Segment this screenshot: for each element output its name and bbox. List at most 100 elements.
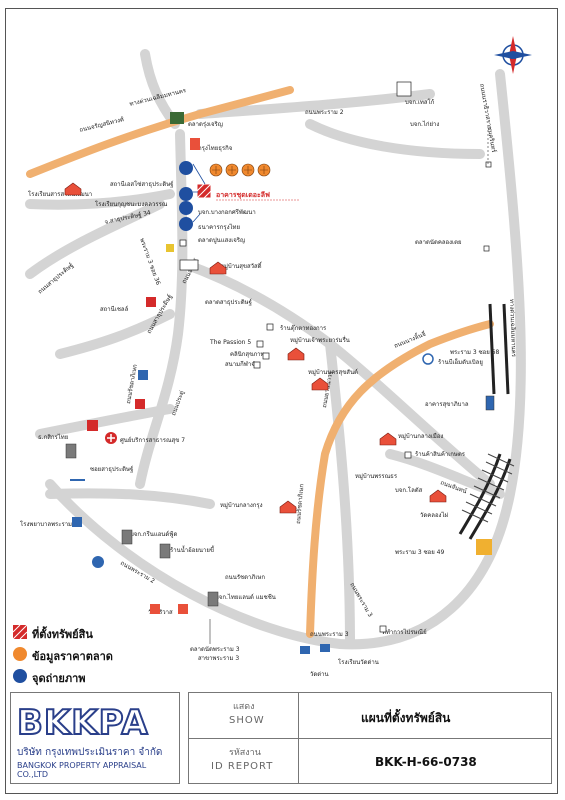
road-lower-horizontal xyxy=(45,488,215,509)
place-temple1: วัดปริวาส xyxy=(148,609,173,616)
id-value: BKK-H-66-0738 xyxy=(375,755,477,769)
building-icon-6 xyxy=(266,323,274,331)
place-kasikorn: กรุงไทยธุรกิจ xyxy=(198,144,232,152)
show-value: แผนที่ตั้งทรัพย์สิน xyxy=(361,711,451,725)
place-temple2: วัดด่าน xyxy=(310,671,329,678)
office-icon-5 xyxy=(485,395,495,411)
house-icon-7 xyxy=(64,182,82,196)
temple-icon-1 xyxy=(150,604,160,614)
house-icon-1 xyxy=(209,261,227,275)
market-price-mark-3 xyxy=(244,166,252,174)
road-label-express-right: ทางด่วนเฉลิมมหานคร xyxy=(508,299,517,358)
place-village6: หมู่บ้านพรรณธร xyxy=(355,473,398,480)
place-store2: บจก.ไทยแลนด์ แมชชีน xyxy=(215,593,276,601)
place-bkk-office: บจก.บางกอกศรีพัฒนา xyxy=(198,208,256,216)
place-village5: หมู่บ้านกลางเมือง xyxy=(398,432,443,440)
road-ratchada-orange xyxy=(306,320,494,638)
road-right-small xyxy=(385,449,505,499)
road-label-rama2-a: ถนนพระราม 2 xyxy=(305,109,344,116)
temple-icon-4 xyxy=(320,644,330,652)
photo-point-3 xyxy=(179,201,193,215)
road-label-rama3-68: พระราม 3 ซอย 68 xyxy=(450,349,499,356)
location-map: ทางด่วนเฉลิมมหานคร ถนนจรัญสนิทวงศ์ ถนนพร… xyxy=(20,36,532,678)
building-icon-4 xyxy=(179,239,187,247)
gas-icon-1 xyxy=(92,556,104,568)
place-sathu-market: ตลาดสาธุประดิษฐ์ xyxy=(205,298,252,306)
road-label-charan: ถนนจรัญสนิทวงศ์ xyxy=(79,115,125,134)
road-label-rama3-36: พระราม 3 ซอย 36 xyxy=(138,237,162,286)
road-upper-right xyxy=(305,119,485,159)
building-icon-7 xyxy=(256,340,264,348)
office-icon-1 xyxy=(65,443,77,459)
legend-subject-label: ที่ตั้งทรัพย์สิน xyxy=(32,628,93,641)
place-kiosk: บจก.กรีนแอนด์ฟู้ด xyxy=(130,530,178,538)
hospital-cross xyxy=(107,434,115,442)
house-icon-3 xyxy=(311,377,329,391)
house-icon-2 xyxy=(287,347,305,361)
place-market-lot: ตลาดปูนแสงเจริญ xyxy=(198,237,245,244)
store-icon-2 xyxy=(190,138,200,150)
legend-market-icon xyxy=(13,647,27,661)
id-label-en: ID REPORT xyxy=(211,761,274,772)
show-label-cell: แสดง SHOW xyxy=(189,693,299,739)
place-lotus: บจก.โลตัส xyxy=(395,486,423,494)
road-rama3-curve xyxy=(45,69,526,650)
building-icon-3 xyxy=(483,245,490,252)
place-village3: หมู่บ้านนครสุขสันต์ xyxy=(308,368,358,376)
road-nanglinchi xyxy=(325,339,355,649)
place-office1: อาคารสุขาภิบาล xyxy=(425,401,469,408)
expressway-line-4 xyxy=(468,458,512,540)
legend-market-label: ข้อมูลราคาตลาด xyxy=(32,650,113,663)
expressway-line-3 xyxy=(458,453,502,535)
logo-icon-right xyxy=(476,539,492,555)
map-canvas: ทางด่วนเฉลิมมหานคร ถนนจรัญสนิทวงศ์ ถนนพร… xyxy=(10,14,552,692)
house-icon-6 xyxy=(279,500,297,514)
building-icon-8 xyxy=(262,352,270,360)
building-icon-5 xyxy=(179,259,199,271)
place-talat: ตลาดรุ่งเจริญ xyxy=(188,121,223,128)
expressway-line-2 xyxy=(502,303,510,395)
road-sathu-diag xyxy=(25,199,165,279)
place-clinic2: ศูนย์บริการสาธารณสุข 7 xyxy=(120,436,185,444)
place-village1: หมู่บ้านสุขสวัสดิ์ xyxy=(220,261,263,270)
title-block: BKKPA บริษัท กรุงเทพประเมินราคา จำกัด BA… xyxy=(10,692,552,784)
legend-photo-label: จุดถ่ายภาพ xyxy=(32,672,86,685)
company-name-en: BANGKOK PROPERTY APPRAISAL CO.,LTD xyxy=(17,761,147,779)
place-tesco: บจก.เทสโก้ xyxy=(405,98,435,106)
place-store: ร้านน้ำอ้อยนายขี้ xyxy=(170,544,215,554)
place-bank1: ธนาคารกรุงไทย xyxy=(198,223,240,231)
road-charan-orange xyxy=(26,86,294,178)
bmw-icon xyxy=(422,353,434,365)
company-logo-box: BKKPA บริษัท กรุงเทพประเมินราคา จำกัด BA… xyxy=(10,692,180,784)
place-soi: ซอยสาธุประดิษฐ์ xyxy=(90,465,133,473)
temple-icon-2 xyxy=(178,604,188,614)
company-name-th: บริษัท กรุงเทพประเมินราคา จำกัด xyxy=(17,747,163,758)
office-icon-4 xyxy=(207,591,219,607)
road-label-ratchada-2: ถนนรัชดาภิเษก xyxy=(295,483,305,524)
building-icon-2 xyxy=(485,161,492,168)
office-icon-2 xyxy=(121,529,133,545)
market-price-mark-1 xyxy=(212,166,220,174)
bank-icon-5 xyxy=(135,399,145,409)
place-cham: สนามกีฬาจำ xyxy=(225,360,258,368)
temple-icon-3 xyxy=(300,646,310,654)
market-price-mark-4 xyxy=(260,166,268,174)
expressway-line-1 xyxy=(488,303,496,395)
place-shop2: ร้านค้าสินค้าเกษตร xyxy=(415,451,466,458)
market-price-mark-2 xyxy=(228,166,236,174)
place-kai: บจก.ไก่ย่าง xyxy=(410,120,439,128)
building-icon-9 xyxy=(253,361,261,369)
id-label-th: รหัสงาน xyxy=(229,748,261,758)
house-icon-5 xyxy=(429,489,447,503)
legend-photo-icon xyxy=(13,669,27,683)
sheet-frame xyxy=(5,8,558,794)
house-icon-4 xyxy=(379,432,397,446)
place-passion: The Passion 5 xyxy=(209,339,251,346)
road-left-lower xyxy=(55,309,175,359)
bank-icon-3 xyxy=(72,517,82,527)
photo-point-2 xyxy=(179,187,193,201)
building-icon-10 xyxy=(404,451,412,459)
store-icon-top xyxy=(170,112,184,124)
place-shell: สถานีเชลล์ xyxy=(100,305,129,313)
